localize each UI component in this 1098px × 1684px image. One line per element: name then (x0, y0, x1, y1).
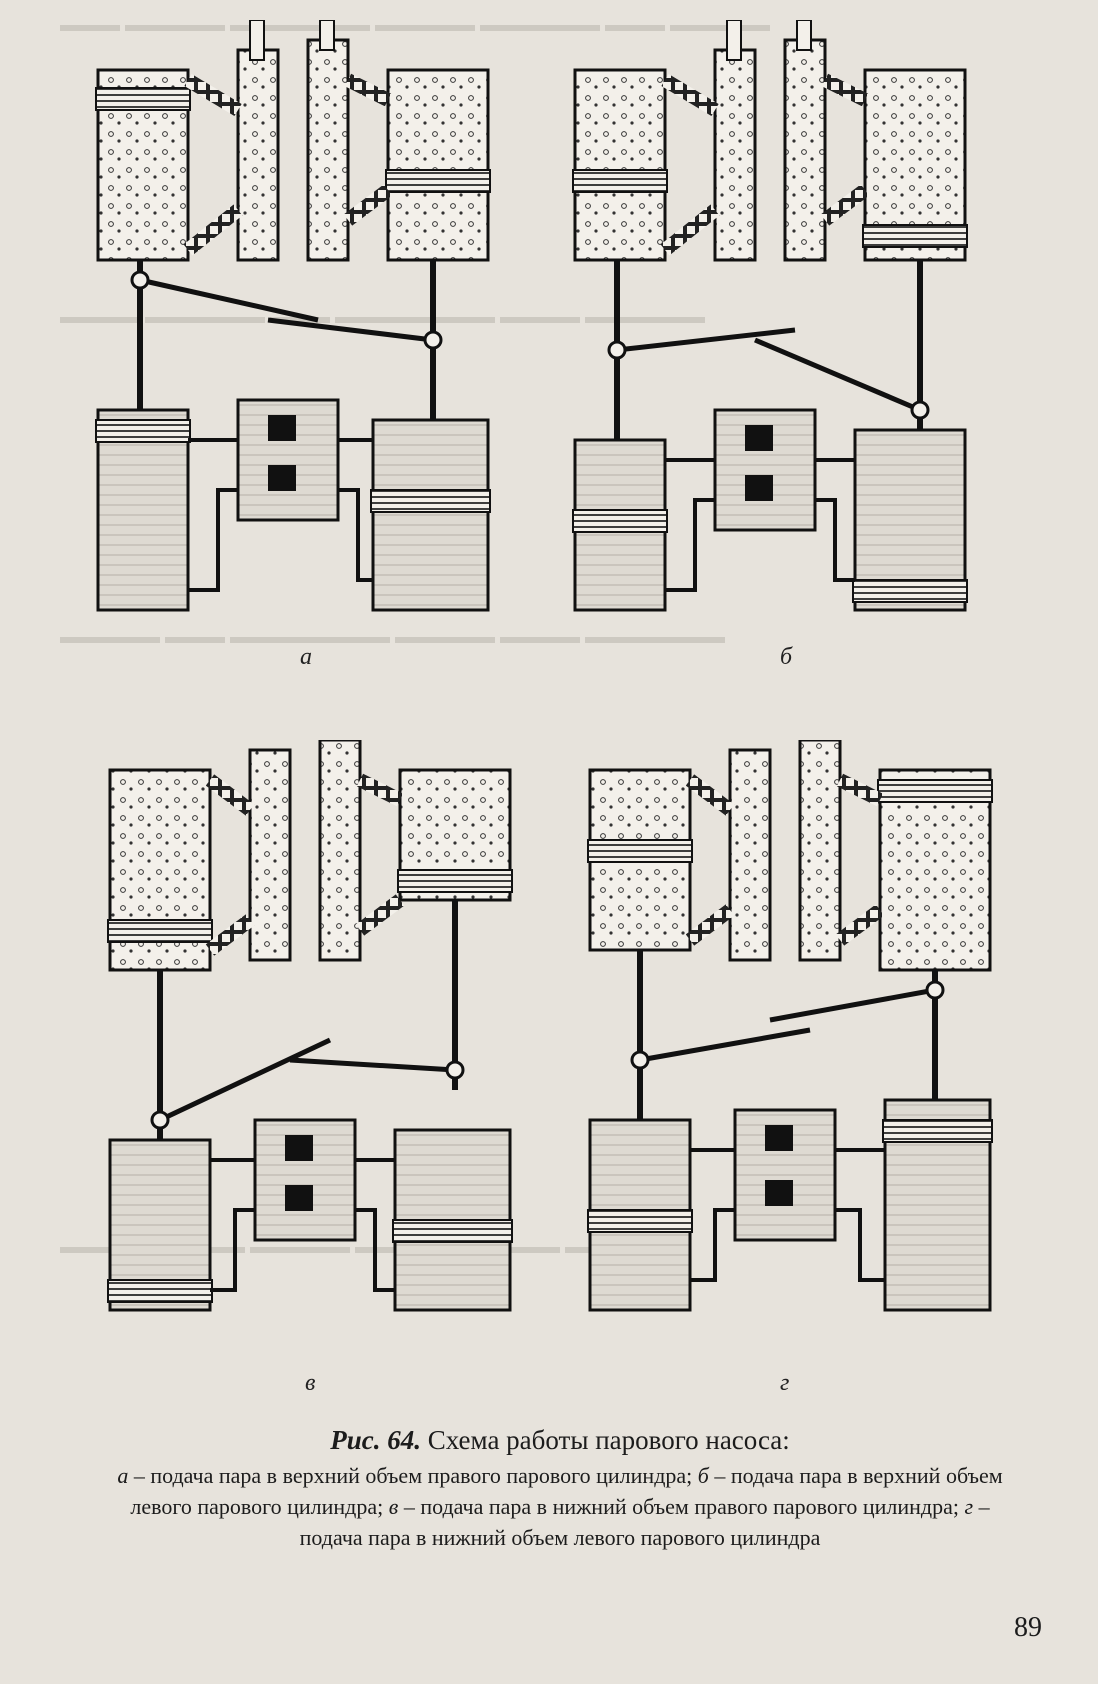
page-number: 89 (1014, 1612, 1042, 1643)
steam-pump-diagram-v (107, 740, 513, 1312)
caption-letter-v: в (388, 1494, 399, 1519)
diagram-panel-b (565, 20, 1005, 640)
caption-separator: ; (377, 1494, 389, 1519)
panel-label-b: б (780, 644, 793, 670)
caption-desc-g: подача пара в нижний объем левого парово… (299, 1525, 821, 1550)
caption-desc-v: подача пара в нижний объем правого паров… (420, 1494, 953, 1519)
panel-label-v: в (305, 1370, 316, 1396)
caption-dash: – (973, 1494, 990, 1519)
figure-title: Схема работы парового насоса: (427, 1425, 790, 1455)
caption-description: а – подача пара в верхний объем правого … (110, 1460, 1010, 1553)
caption-separator: ; (952, 1494, 965, 1519)
steam-pump-diagram-b (572, 20, 968, 612)
steam-pump-diagram-g (587, 740, 993, 1312)
caption-letter-a: а (117, 1463, 129, 1488)
figure-number: Рис. 64. (330, 1425, 421, 1455)
panel-label-a: а (300, 644, 312, 670)
caption-desc-b: подача пара в верхний объем левого паров… (130, 1463, 1003, 1519)
caption-title-line: Рис. 64. Схема работы парового насоса: (110, 1424, 1010, 1456)
caption-letter-b: б (697, 1463, 709, 1488)
caption-dash: – (398, 1494, 421, 1519)
diagram-panel-g (580, 740, 1010, 1320)
diagram-panel-v (100, 740, 530, 1320)
steam-pump-diagram-a (95, 20, 491, 612)
caption-separator: ; (686, 1463, 698, 1488)
caption-dash: – (128, 1463, 151, 1488)
panel-label-g: г (780, 1370, 790, 1396)
caption-dash: – (708, 1463, 731, 1488)
caption-desc-a: подача пара в верхний объем правого паро… (150, 1463, 687, 1488)
figure-caption: Рис. 64. Схема работы парового насоса: а… (110, 1424, 1010, 1553)
diagram-panel-a (88, 20, 528, 640)
caption-letter-g: г (964, 1494, 974, 1519)
